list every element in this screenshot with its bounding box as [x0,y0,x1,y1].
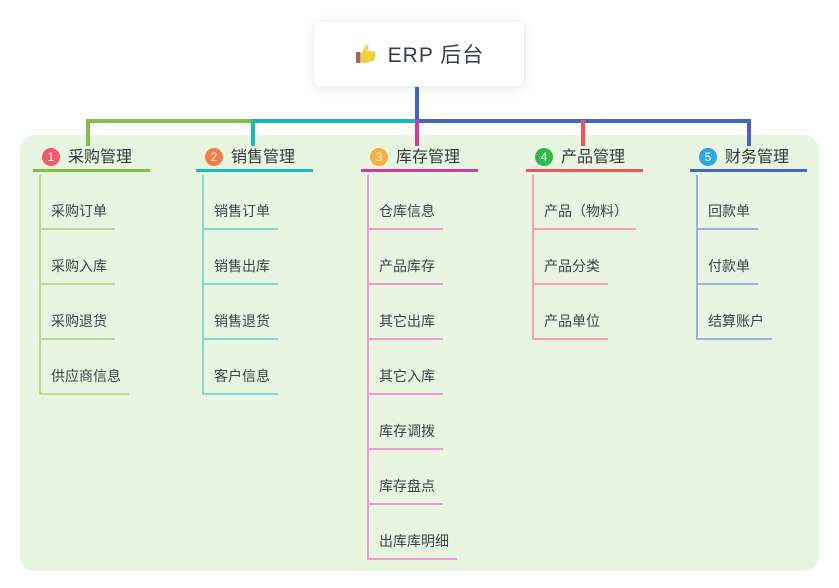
branch-badge-4: 4 [535,148,553,166]
connector-drop-5 [747,120,751,146]
branch-label: 库存管理 [396,148,461,166]
child-row: 其它出库 [361,285,457,340]
branch-children-1: 采购订单采购入库采购退货供应商信息 [33,175,129,395]
child-row: 产品分类 [526,230,636,285]
child-row: 供应商信息 [33,340,129,395]
child-node[interactable]: 采购退货 [39,311,115,340]
thumbs-up-icon [355,44,376,63]
child-row: 客户信息 [196,340,278,395]
child-node[interactable]: 供应商信息 [39,366,129,395]
child-node[interactable]: 产品分类 [532,256,608,285]
child-node[interactable]: 结算账户 [696,311,772,340]
child-row: 产品库存 [361,230,457,285]
child-node[interactable]: 库存调拨 [367,421,443,450]
child-row: 产品单位 [526,285,636,340]
child-connector-line [202,175,204,395]
child-row: 销售订单 [196,175,278,230]
connector-bus-middle [251,119,419,123]
branch-label: 产品管理 [561,148,626,166]
branch-badge-5: 5 [699,148,717,166]
connector-drop-3 [415,120,419,146]
child-node[interactable]: 销售出库 [202,256,278,285]
child-node[interactable]: 产品库存 [367,256,443,285]
child-node[interactable]: 出库库明细 [367,531,457,560]
child-connector-line [367,175,369,560]
child-row: 出库库明细 [361,505,457,560]
child-node[interactable]: 销售退货 [202,311,278,340]
child-row: 销售退货 [196,285,278,340]
branch-children-4: 产品（物料） 产品分类产品单位 [526,175,636,340]
child-node[interactable]: 库存盘点 [367,476,443,505]
child-node[interactable]: 采购订单 [39,201,115,230]
child-connector-line [39,175,41,395]
connector-drop-2 [251,120,255,146]
branch-node-1[interactable]: 1 采购管理 [33,145,150,172]
child-row: 仓库信息 [361,175,457,230]
child-node[interactable]: 采购入库 [39,256,115,285]
child-connector-line [696,175,698,340]
child-node[interactable]: 产品（物料） [532,201,636,230]
branch-children-5: 回款单付款单结算账户 [690,175,772,340]
child-row: 采购订单 [33,175,129,230]
child-row: 销售出库 [196,230,278,285]
child-row: 回款单 [690,175,772,230]
branch-label: 销售管理 [231,148,296,166]
connector-bus-left [86,119,255,123]
child-row: 付款单 [690,230,772,285]
child-node[interactable]: 仓库信息 [367,201,443,230]
connector-drop-1 [86,120,90,146]
child-node[interactable]: 销售订单 [202,201,278,230]
branch-badge-3: 3 [370,148,388,166]
branch-label: 财务管理 [725,148,790,166]
child-row: 库存调拨 [361,395,457,450]
child-row: 结算账户 [690,285,772,340]
child-node[interactable]: 客户信息 [202,366,278,395]
branch-children-2: 销售订单销售出库销售退货客户信息 [196,175,278,395]
branch-badge-1: 1 [42,148,60,166]
root-node[interactable]: ERP 后台 [313,20,525,87]
branches-panel [20,135,819,571]
child-node[interactable]: 产品单位 [532,311,608,340]
connector-root-stem [415,85,419,123]
child-node[interactable]: 回款单 [696,201,758,230]
connector-drop-4 [581,120,585,146]
child-connector-line [532,175,534,340]
branch-node-3[interactable]: 3 库存管理 [361,145,478,172]
branch-node-2[interactable]: 2 销售管理 [196,145,313,172]
branch-children-3: 仓库信息产品库存其它出库其它入库库存调拨库存盘点出库库明细 [361,175,457,560]
child-node[interactable]: 其它出库 [367,311,443,340]
child-row: 采购入库 [33,230,129,285]
branch-badge-2: 2 [205,148,223,166]
child-row: 其它入库 [361,340,457,395]
branch-node-4[interactable]: 4 产品管理 [526,145,643,172]
child-row: 产品（物料） [526,175,636,230]
child-node[interactable]: 其它入库 [367,366,443,395]
child-row: 库存盘点 [361,450,457,505]
branch-label: 采购管理 [68,148,133,166]
branch-node-5[interactable]: 5 财务管理 [690,145,807,172]
child-node[interactable]: 付款单 [696,256,758,285]
child-row: 采购退货 [33,285,129,340]
root-label: ERP 后台 [387,43,485,67]
